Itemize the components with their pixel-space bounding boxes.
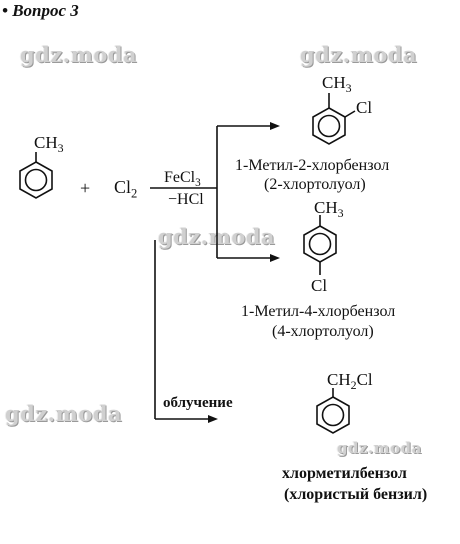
- benzene-ring-product-3: [316, 396, 350, 434]
- watermark: gdz.moda: [300, 42, 418, 67]
- benzene-ring-reactant: [19, 161, 53, 199]
- arrowhead-1: [270, 122, 280, 130]
- arrowhead-2: [270, 254, 280, 262]
- watermark: gdz.moda: [337, 439, 422, 457]
- product-2-methyl-label: CH3: [314, 198, 344, 221]
- product-2-name: 1-Метил-4-хлорбензол: [241, 303, 396, 320]
- plus-sign: +: [80, 178, 91, 198]
- chlorine-reagent: Cl2: [114, 177, 138, 201]
- product-1-alt-name: (2-хлортолуол): [264, 176, 366, 193]
- reactant-methyl-label: CH3: [34, 133, 64, 156]
- benzene-ring-product-2: [303, 225, 337, 263]
- product-3-alt-name: (хлористый бензил): [284, 486, 428, 503]
- bond-product-1-chloro: [344, 110, 356, 118]
- arrowhead-3: [208, 415, 218, 423]
- product-3-ch2cl-label: CH2Cl: [327, 370, 373, 393]
- product-1-chloro-label: Cl: [356, 98, 373, 117]
- product-2-chloro-label: Cl: [311, 276, 328, 295]
- light-condition-label: облучение: [163, 395, 233, 411]
- benzene-ring-product-1: [312, 107, 346, 145]
- question-heading: • Вопрос 3: [2, 1, 79, 20]
- watermark: gdz.moda: [20, 42, 138, 67]
- hcl-elimination-label: −HCl: [168, 191, 204, 208]
- catalyst-label: FeCl3: [164, 169, 201, 189]
- product-1-name: 1-Метил-2-хлорбензол: [235, 157, 390, 174]
- product-1-methyl-label: CH3: [322, 73, 352, 96]
- product-3-name: хлорметилбензол: [282, 465, 407, 482]
- product-2-alt-name: (4-хлортолуол): [272, 323, 374, 340]
- watermark: gdz.moda: [5, 401, 123, 426]
